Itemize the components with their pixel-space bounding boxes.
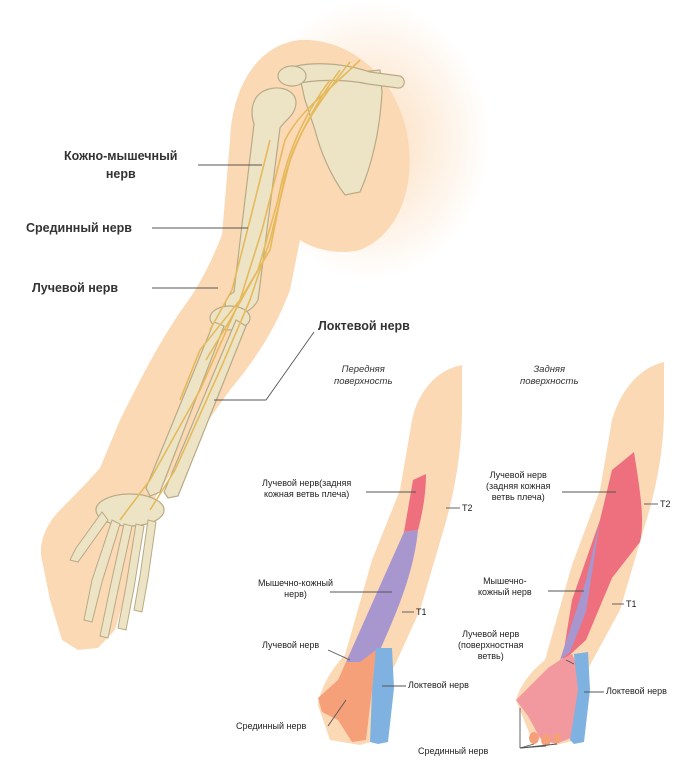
front-label-median: Срединный нерв xyxy=(236,721,306,732)
label-line: Лучевой нерв xyxy=(486,470,550,481)
front-label-radial: Лучевой нерв xyxy=(262,640,319,651)
label-line: ветвь) xyxy=(458,651,523,662)
label-line: (задняя кожная xyxy=(486,481,550,492)
back-label-musculocutaneous: Мышечно- кожный нерв xyxy=(478,576,532,598)
label-line: (поверхностная xyxy=(458,640,523,651)
back-label-ulnar: Локтевой нерв xyxy=(606,686,667,697)
label-line: кожная ветвь плеча) xyxy=(262,489,351,500)
title-line: Задняя xyxy=(520,364,578,376)
label-line: Мышечно- xyxy=(478,576,532,587)
front-label-radial-posterior: Лучевой нерв(задняя кожная ветвь плеча) xyxy=(262,478,351,500)
title-line: Передняя xyxy=(334,364,392,376)
label-line: нерв xyxy=(64,165,177,183)
label-ulnar-nerve: Локтевой нерв xyxy=(318,317,410,335)
label-radial-nerve: Лучевой нерв xyxy=(32,279,118,297)
back-label-median: Срединный нерв xyxy=(418,746,488,757)
front-view-title: Передняя поверхность xyxy=(334,364,392,388)
back-label-radial-posterior: Лучевой нерв (задняя кожная ветвь плеча) xyxy=(486,470,550,503)
back-view-title: Задняя поверхность xyxy=(520,364,578,388)
back-label-radial-superficial: Лучевой нерв (поверхностная ветвь) xyxy=(458,629,523,662)
front-label-musculocutaneous: Мышечно-кожный нерв) xyxy=(258,578,333,600)
back-label-t2: T2 xyxy=(660,499,671,510)
label-line: Лучевой нерв(задняя xyxy=(262,478,351,489)
label-line: Кожно-мышечный xyxy=(64,147,177,165)
label-line: ветвь плеча) xyxy=(486,492,550,503)
front-label-t2: T2 xyxy=(462,503,473,514)
label-line: Лучевой нерв xyxy=(458,629,523,640)
label-line: кожный нерв xyxy=(478,587,532,598)
title-line: поверхность xyxy=(334,376,392,388)
front-label-ulnar: Локтевой нерв xyxy=(408,680,469,691)
acromion xyxy=(278,66,306,86)
title-line: поверхность xyxy=(520,376,578,388)
label-median-nerve: Срединный нерв xyxy=(26,219,132,237)
label-musculocutaneous-nerve: Кожно-мышечный нерв xyxy=(64,147,177,183)
label-line: нерв) xyxy=(258,589,333,600)
back-label-t1: T1 xyxy=(626,599,637,610)
front-label-t1: T1 xyxy=(416,607,427,618)
label-line: Мышечно-кожный xyxy=(258,578,333,589)
